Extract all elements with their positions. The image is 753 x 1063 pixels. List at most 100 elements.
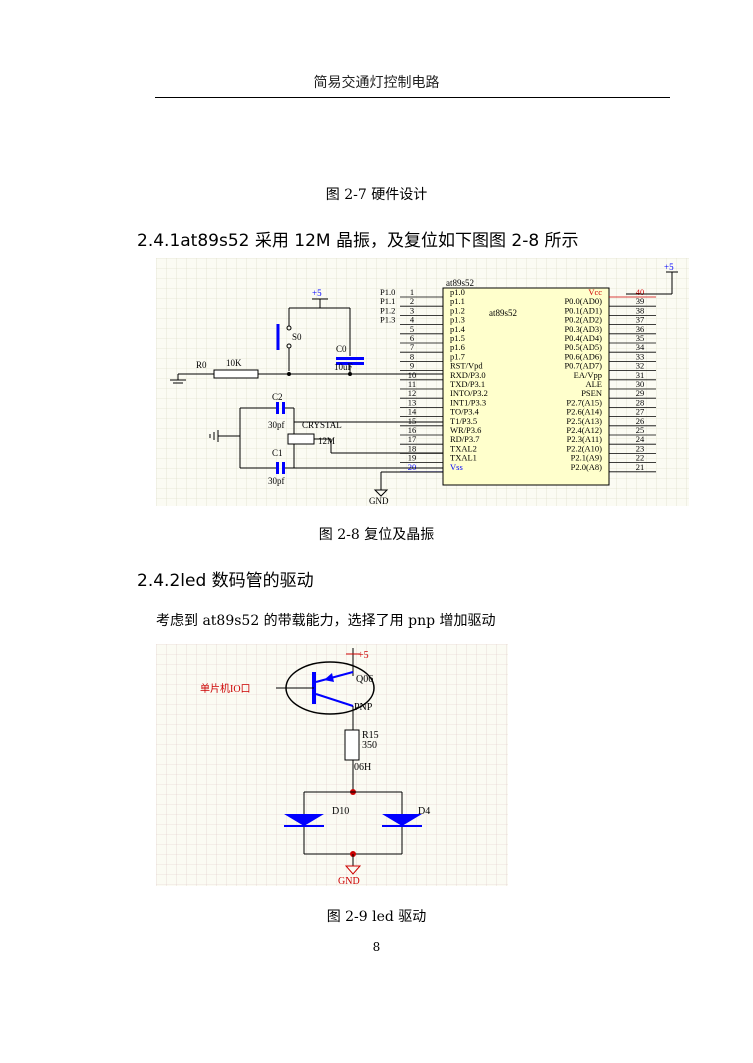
right-pins: 40Vcc39P0.0(AD0)38P0.1(AD1)37P0.2(AD2)36… [564, 287, 656, 473]
left-pin-name: RST/Vpd [450, 361, 483, 371]
right-pin-name: P2.7(A15) [566, 397, 602, 407]
left-pin-name: T1/P3.5 [450, 416, 477, 426]
left-pin-number: 11 [408, 379, 416, 389]
right-pin-number: 32 [636, 361, 645, 371]
right-pin-name: P2.5(A13) [566, 416, 602, 426]
left-pin-name: RXD/P3.0 [450, 370, 486, 380]
right-pin-name: P2.2(A10) [566, 443, 602, 453]
right-pin-number: 35 [636, 333, 645, 343]
right-pin-number: 37 [636, 315, 645, 325]
right-pin-number: 39 [636, 296, 645, 306]
right-pin-name: P0.4(AD4) [564, 333, 602, 343]
port-label: P1.1 [380, 296, 395, 306]
figure-2-9-svg: +5 单片机IO口 Q06 PNP R15 350 06H D10 D4 GND [156, 644, 508, 887]
right-pin-number: 24 [636, 434, 645, 444]
left-pin-name: WR/P3.6 [450, 425, 481, 435]
c1-value: 30pf [268, 476, 285, 486]
right-pin-name: P0.1(AD1) [564, 305, 602, 315]
right-pin-number: 31 [636, 370, 645, 380]
section-2-4-2-body: 考虑到 at89s52 的带载能力，选择了用 pnp 增加驱动 [156, 613, 496, 629]
left-pin-number: 20 [408, 462, 417, 472]
led-right-label: D4 [418, 806, 430, 817]
left-pin-name: RD/P3.7 [450, 434, 480, 444]
left-pin-number: 8 [410, 351, 414, 361]
left-pin-number: 15 [408, 416, 417, 426]
port-label: P1.2 [380, 305, 395, 315]
left-pin-number: 2 [410, 296, 414, 306]
left-pin-name: TO/P3.4 [450, 407, 480, 417]
left-pin-number: 18 [408, 443, 417, 453]
page-header: 简易交通灯控制电路 [313, 75, 440, 91]
left-pin-name: INT1/P3.3 [450, 397, 486, 407]
right-pin-number: 36 [636, 324, 645, 334]
left-pin-number: 10 [408, 370, 417, 380]
gnd-label: GND [338, 876, 360, 886]
right-pin-name: P2.3(A11) [567, 434, 603, 444]
left-pin-number: 6 [410, 333, 414, 343]
resistor-label: R15 [362, 730, 379, 741]
right-pin-name: ALE [585, 379, 602, 389]
left-pin-name: p1.4 [450, 324, 466, 334]
led-left-label: D10 [332, 806, 349, 817]
c1-label: C1 [272, 448, 283, 458]
left-pin-name: TXAL1 [450, 453, 477, 463]
left-pin-number: 17 [408, 434, 417, 444]
s0-label: S0 [292, 332, 302, 342]
right-pin-name: EA/Vpp [574, 370, 602, 380]
section-2-4-1-heading: 2.4.1at89s52 采用 12M 晶振，及复位如下图图 2-8 所示 [137, 231, 579, 251]
chip-center-label: at89s52 [489, 308, 517, 318]
transistor-type: PNP [354, 702, 373, 713]
right-pin-number: 25 [636, 425, 645, 435]
right-pin-name: Vcc [588, 287, 602, 297]
right-pin-number: 27 [636, 407, 645, 417]
right-pin-number: 34 [636, 342, 645, 352]
left-pin-number: 1 [410, 287, 414, 297]
left-pin-number: 12 [408, 388, 417, 398]
left-pin-name: p1.3 [450, 315, 465, 325]
resistor-value: 350 [362, 740, 377, 751]
left-pin-name: p1.1 [450, 296, 465, 306]
left-pin-number: 19 [408, 453, 417, 463]
left-pin-number: 9 [410, 361, 414, 371]
chip-body [442, 287, 610, 486]
right-pin-name: P0.0(AD0) [564, 296, 602, 306]
left-pin-number: 3 [410, 305, 414, 315]
plus5-label: +5 [312, 288, 322, 298]
left-pin-name: p1.2 [450, 305, 465, 315]
left-pin-name: TXAL2 [450, 443, 477, 453]
port-labels: P1.0P1.1P1.2P1.3 [380, 287, 395, 325]
node-label: 06H [354, 762, 371, 773]
section-2-4-2-heading: 2.4.2led 数码管的驱动 [137, 571, 314, 591]
page-number: 8 [372, 940, 381, 954]
right-pin-number: 22 [636, 453, 645, 463]
right-pin-name: P0.5(AD5) [564, 342, 602, 352]
right-pin-name: P2.6(A14) [566, 407, 602, 417]
right-pin-name: P0.2(AD2) [564, 315, 602, 325]
right-pin-name: P0.6(AD6) [564, 351, 602, 361]
c2-value: 30pf [268, 420, 285, 430]
right-pin-name: P2.4(A12) [566, 425, 602, 435]
left-pin-number: 16 [408, 425, 417, 435]
left-pin-number: 7 [410, 342, 414, 352]
left-pin-number: 14 [408, 407, 417, 417]
port-label: P1.3 [380, 315, 395, 325]
chip-name: at89s52 [446, 278, 474, 288]
port-label: P1.0 [380, 287, 395, 297]
right-pin-name: PSEN [581, 388, 602, 398]
transistor-label: Q06 [356, 674, 373, 685]
right-pin-name: P0.3(AD3) [564, 324, 602, 334]
r0-label: R0 [196, 360, 207, 370]
input-label: 单片机IO口 [200, 682, 251, 695]
right-pin-number: 33 [636, 351, 645, 361]
right-pin-number: 28 [636, 397, 645, 407]
left-pin-name: p1.5 [450, 333, 465, 343]
figure-2-9-caption: 图 2-9 led 驱动 [326, 909, 427, 925]
c0-label: C0 [336, 344, 347, 354]
vcc-label: +5 [358, 650, 369, 661]
c0-value: 10uF [334, 362, 353, 372]
header-rule [155, 97, 670, 98]
right-pin-name: P2.0(A8) [571, 462, 603, 472]
crystal-value: 12M [318, 436, 335, 446]
